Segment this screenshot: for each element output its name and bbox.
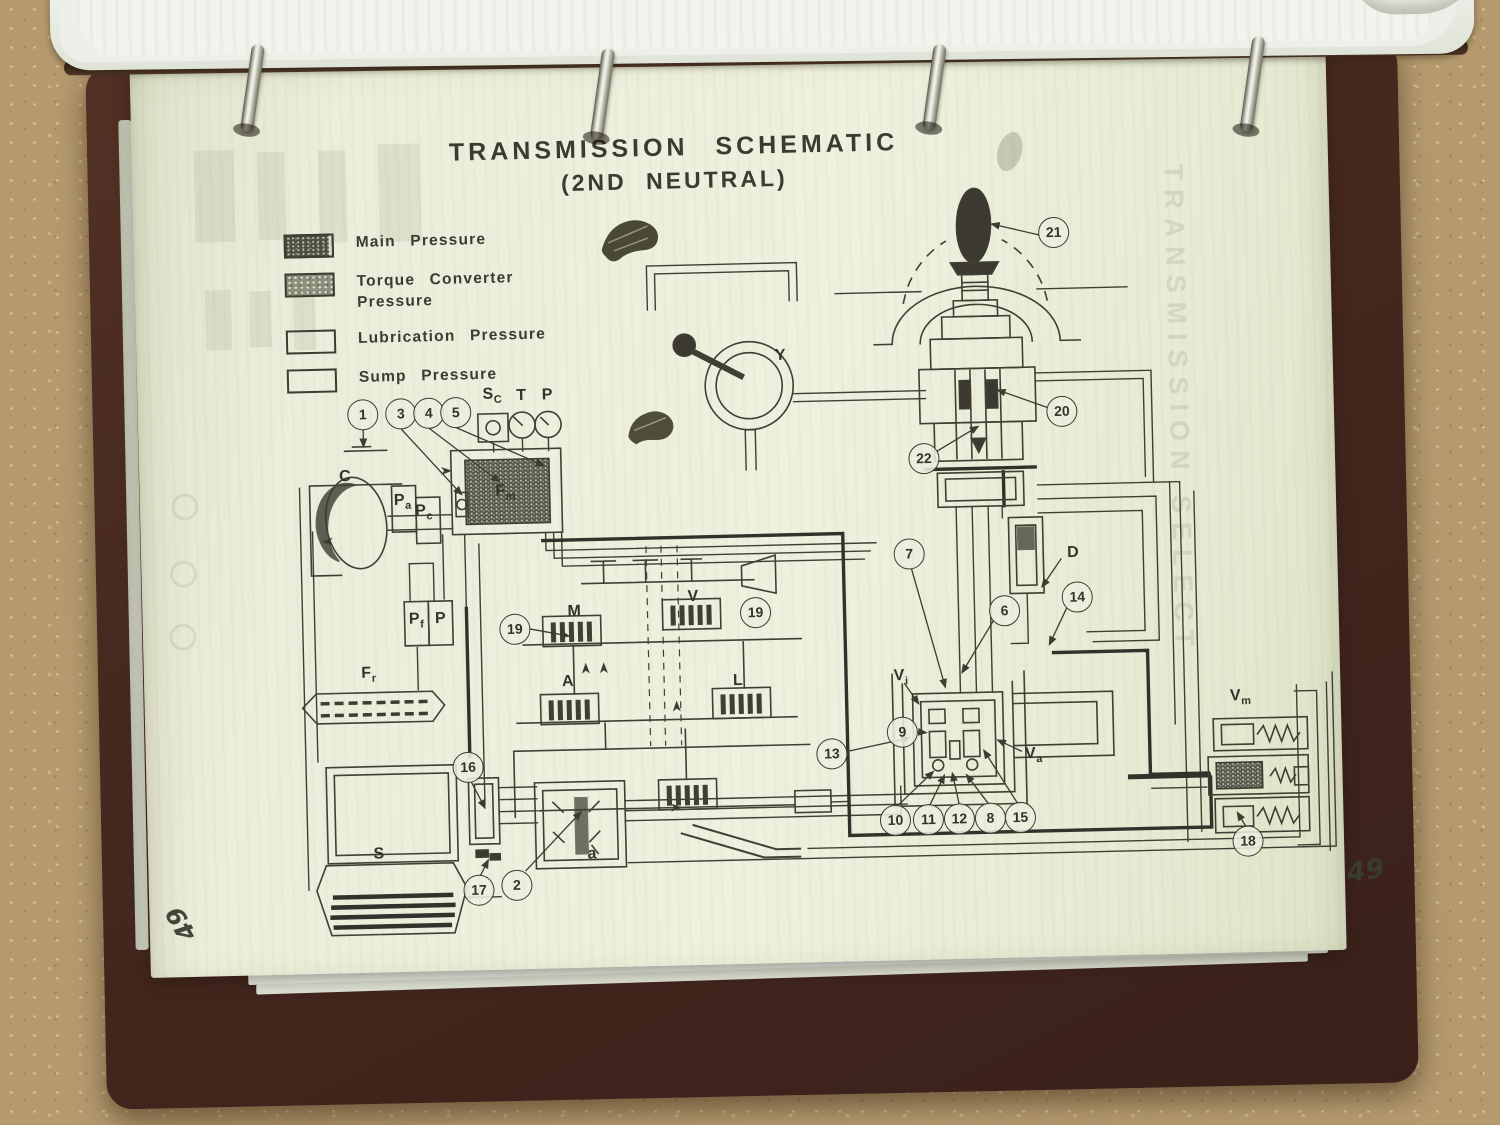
callout-number: 3 [384, 398, 417, 430]
callout-number: 12 [943, 803, 976, 835]
callout-number: 19 [739, 596, 772, 629]
pipes [298, 261, 1337, 899]
callout-number: 13 [816, 737, 848, 770]
callout-number: 20 [1046, 395, 1078, 428]
pipes-dashed [645, 239, 1049, 747]
callout-leaders [359, 222, 1247, 876]
callout-number: 10 [879, 804, 912, 837]
callout-number: 7 [893, 538, 926, 570]
callout-number: 21 [1037, 216, 1070, 249]
callout-number: 9 [886, 716, 919, 749]
callout-number: 16 [452, 751, 484, 784]
filter-stripes [320, 699, 429, 718]
callout-number: 22 [908, 442, 940, 475]
page-number: 49 [1344, 852, 1387, 889]
callout-number: 17 [463, 874, 495, 907]
ghost-bleedthrough [169, 143, 422, 651]
callout-number: 6 [988, 594, 1021, 627]
clutch-packs [548, 604, 762, 806]
transmission-schematic-drawing [169, 132, 1337, 937]
components [301, 187, 1311, 937]
callout-number: 5 [439, 396, 472, 429]
callouts-layer: 1 3 4 5 21 20 22 7 6 14 19 19 16 13 9 [129, 32, 1346, 978]
callout-number: 18 [1232, 825, 1264, 857]
callout-number: 1 [346, 398, 379, 431]
manual-page: TRANSMISSION SELECT TRANSMISSION SCHEMAT… [129, 32, 1386, 978]
callout-number: 2 [501, 869, 533, 902]
smudge-marks [601, 132, 1023, 445]
callout-number: 15 [1004, 801, 1037, 834]
callout-number: 19 [499, 613, 531, 646]
callout-number: 14 [1061, 581, 1094, 613]
callout-number: 8 [974, 802, 1007, 835]
callout-number: 11 [912, 803, 945, 836]
